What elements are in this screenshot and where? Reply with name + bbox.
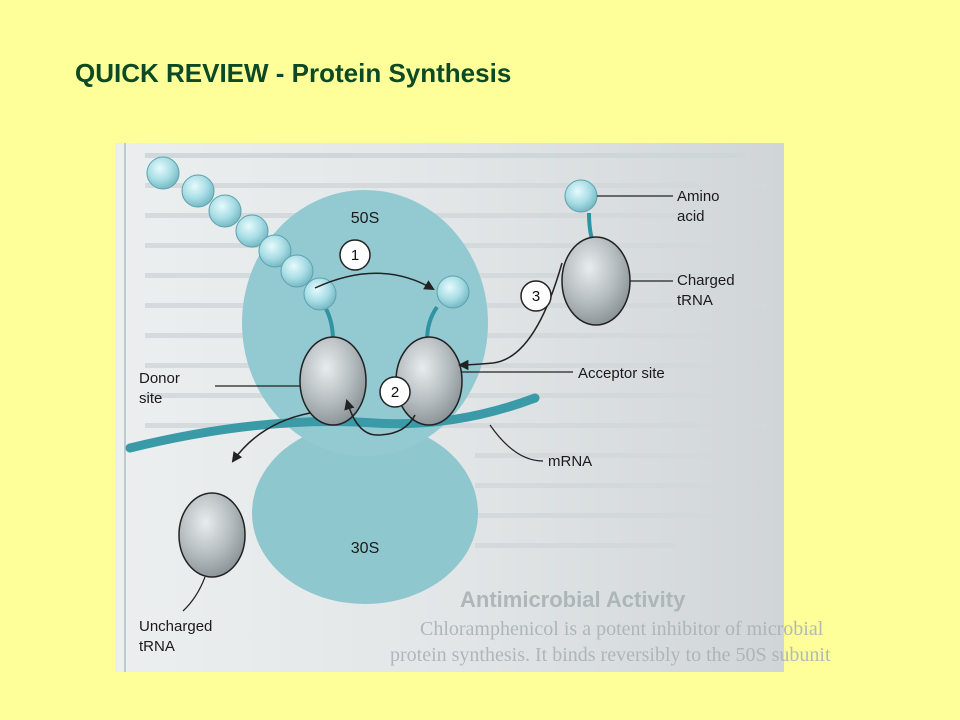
protein-synthesis-figure: Antimicrobial Activity Chloramphenicol i… [115, 143, 831, 672]
amino-acid-bead [235, 214, 269, 248]
charged-trna [561, 236, 631, 326]
slide-title: QUICK REVIEW - Protein Synthesis [75, 58, 512, 88]
amino-acid-label-line-2: acid [677, 208, 705, 225]
amino-acid-label-line-1: Amino [677, 188, 720, 205]
charged-trna-label-line-1: Charged [677, 272, 735, 289]
background-heading: Antimicrobial Activity [460, 587, 686, 612]
background-line-1: Chloramphenicol is a potent inhibitor of… [420, 618, 824, 640]
uncharged-trna-leader [182, 576, 206, 612]
donor-site-label-line-2: site [139, 390, 162, 407]
amino-acid-bead [146, 156, 180, 190]
small-subunit-label: 30S [351, 540, 379, 557]
ribosome-diagram: Antimicrobial Activity Chloramphenicol i… [124, 143, 831, 672]
step-1-number: 1 [351, 247, 359, 264]
step-3-marker: 3 [520, 280, 552, 312]
step-2-number: 2 [391, 384, 399, 401]
charged-trna-label-line-2: tRNA [677, 292, 713, 309]
background-line-2: protein synthesis. It binds reversibly t… [390, 644, 831, 666]
amino-acid-bead [181, 174, 215, 208]
step-1-marker: 1 [339, 239, 371, 271]
mrna-leader [489, 424, 544, 462]
donor-site-trna [299, 336, 367, 426]
release-arrow [231, 412, 311, 463]
step-1-arrow [314, 272, 435, 291]
amino-acid-bead [303, 277, 337, 311]
incoming-amino-acid [564, 179, 598, 213]
uncharged-trna-label-line-2: tRNA [139, 638, 175, 655]
mrna-strand [125, 393, 540, 453]
peptide-chain [146, 156, 337, 311]
step-3-number: 3 [532, 288, 540, 305]
amino-acid-bead [280, 254, 314, 288]
amino-acid-bead [208, 194, 242, 228]
uncharged-trna-label-line-1: Uncharged [139, 618, 212, 635]
acceptor-amino-acid [436, 275, 470, 309]
step-2-arrow [344, 398, 416, 436]
acceptor-site-label: Acceptor site [578, 365, 665, 382]
donor-site-label-line-1: Donor [139, 370, 180, 387]
uncharged-trna [178, 492, 246, 578]
step-2-marker: 2 [379, 376, 411, 408]
amino-acid-bead [258, 234, 292, 268]
mrna-label: mRNA [548, 453, 592, 470]
small-subunit-30s [252, 422, 478, 604]
large-subunit-label: 50S [351, 210, 379, 227]
